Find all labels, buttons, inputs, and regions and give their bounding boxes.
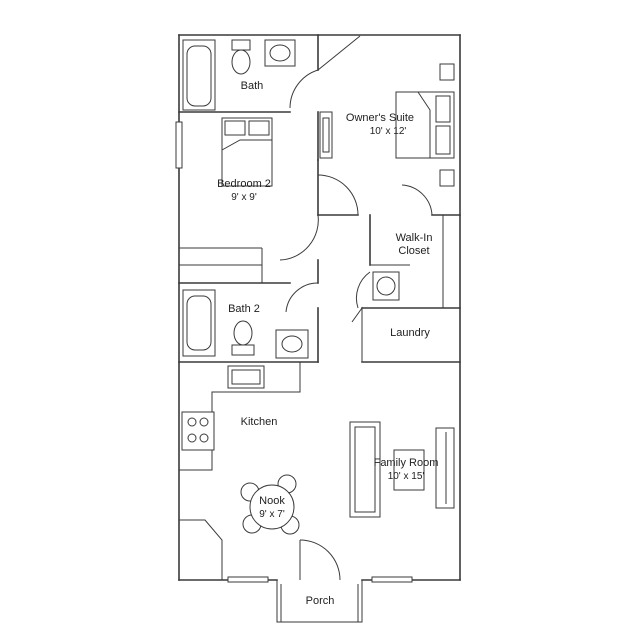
room-label-bath: Bath [241,80,264,92]
dresser [319,111,333,159]
room-label-laundry: Laundry [390,327,430,339]
furniture [221,63,455,535]
coffee-table [393,449,425,491]
window [371,576,413,583]
door-swing [355,271,371,309]
porch [276,580,363,623]
room-label-family-room: Family Room [374,457,439,469]
interior-walls [178,34,461,580]
toilet [231,344,255,356]
door-swing [289,69,319,109]
door-swing [279,214,319,261]
room-label-porch: Porch [306,595,335,607]
range [181,411,215,451]
toilet [231,39,251,51]
bathtub [182,289,216,357]
room-dim-bedroom-2: 9' x 9' [231,192,257,203]
door-swing [317,174,359,216]
fixtures [181,39,400,451]
door-swing [401,184,433,216]
room-label-kitchen: Kitchen [241,416,278,428]
tv-stand [435,427,455,509]
room-dim-nook: 9' x 7' [259,509,285,520]
sink [275,329,309,359]
room-dim-owners-suite: 10' x 12' [370,126,407,137]
door-swing [285,282,319,313]
door-swing [299,539,341,581]
room-label-nook: Nook [259,495,285,507]
bathtub [182,39,216,111]
nightstand [439,63,455,81]
kitchen-sink [227,365,265,389]
bed [221,117,273,187]
room-label-walk-in-line2: Closet [398,245,429,257]
door-swing [317,35,361,71]
room-dim-family-room: 10' x 15' [388,471,425,482]
nook-table [249,484,295,530]
window [175,121,183,169]
doors [279,35,433,581]
room-label-bath-2: Bath 2 [228,303,260,315]
room-labels: Bath Owner's Suite 10' x 12' Bedroom 2 9… [217,80,438,607]
room-label-bedroom-2: Bedroom 2 [217,178,271,190]
room-label-walk-in-line1: Walk-In [396,232,433,244]
window [227,576,269,583]
nightstand [439,169,455,187]
room-label-owners-suite: Owner's Suite [346,112,414,124]
